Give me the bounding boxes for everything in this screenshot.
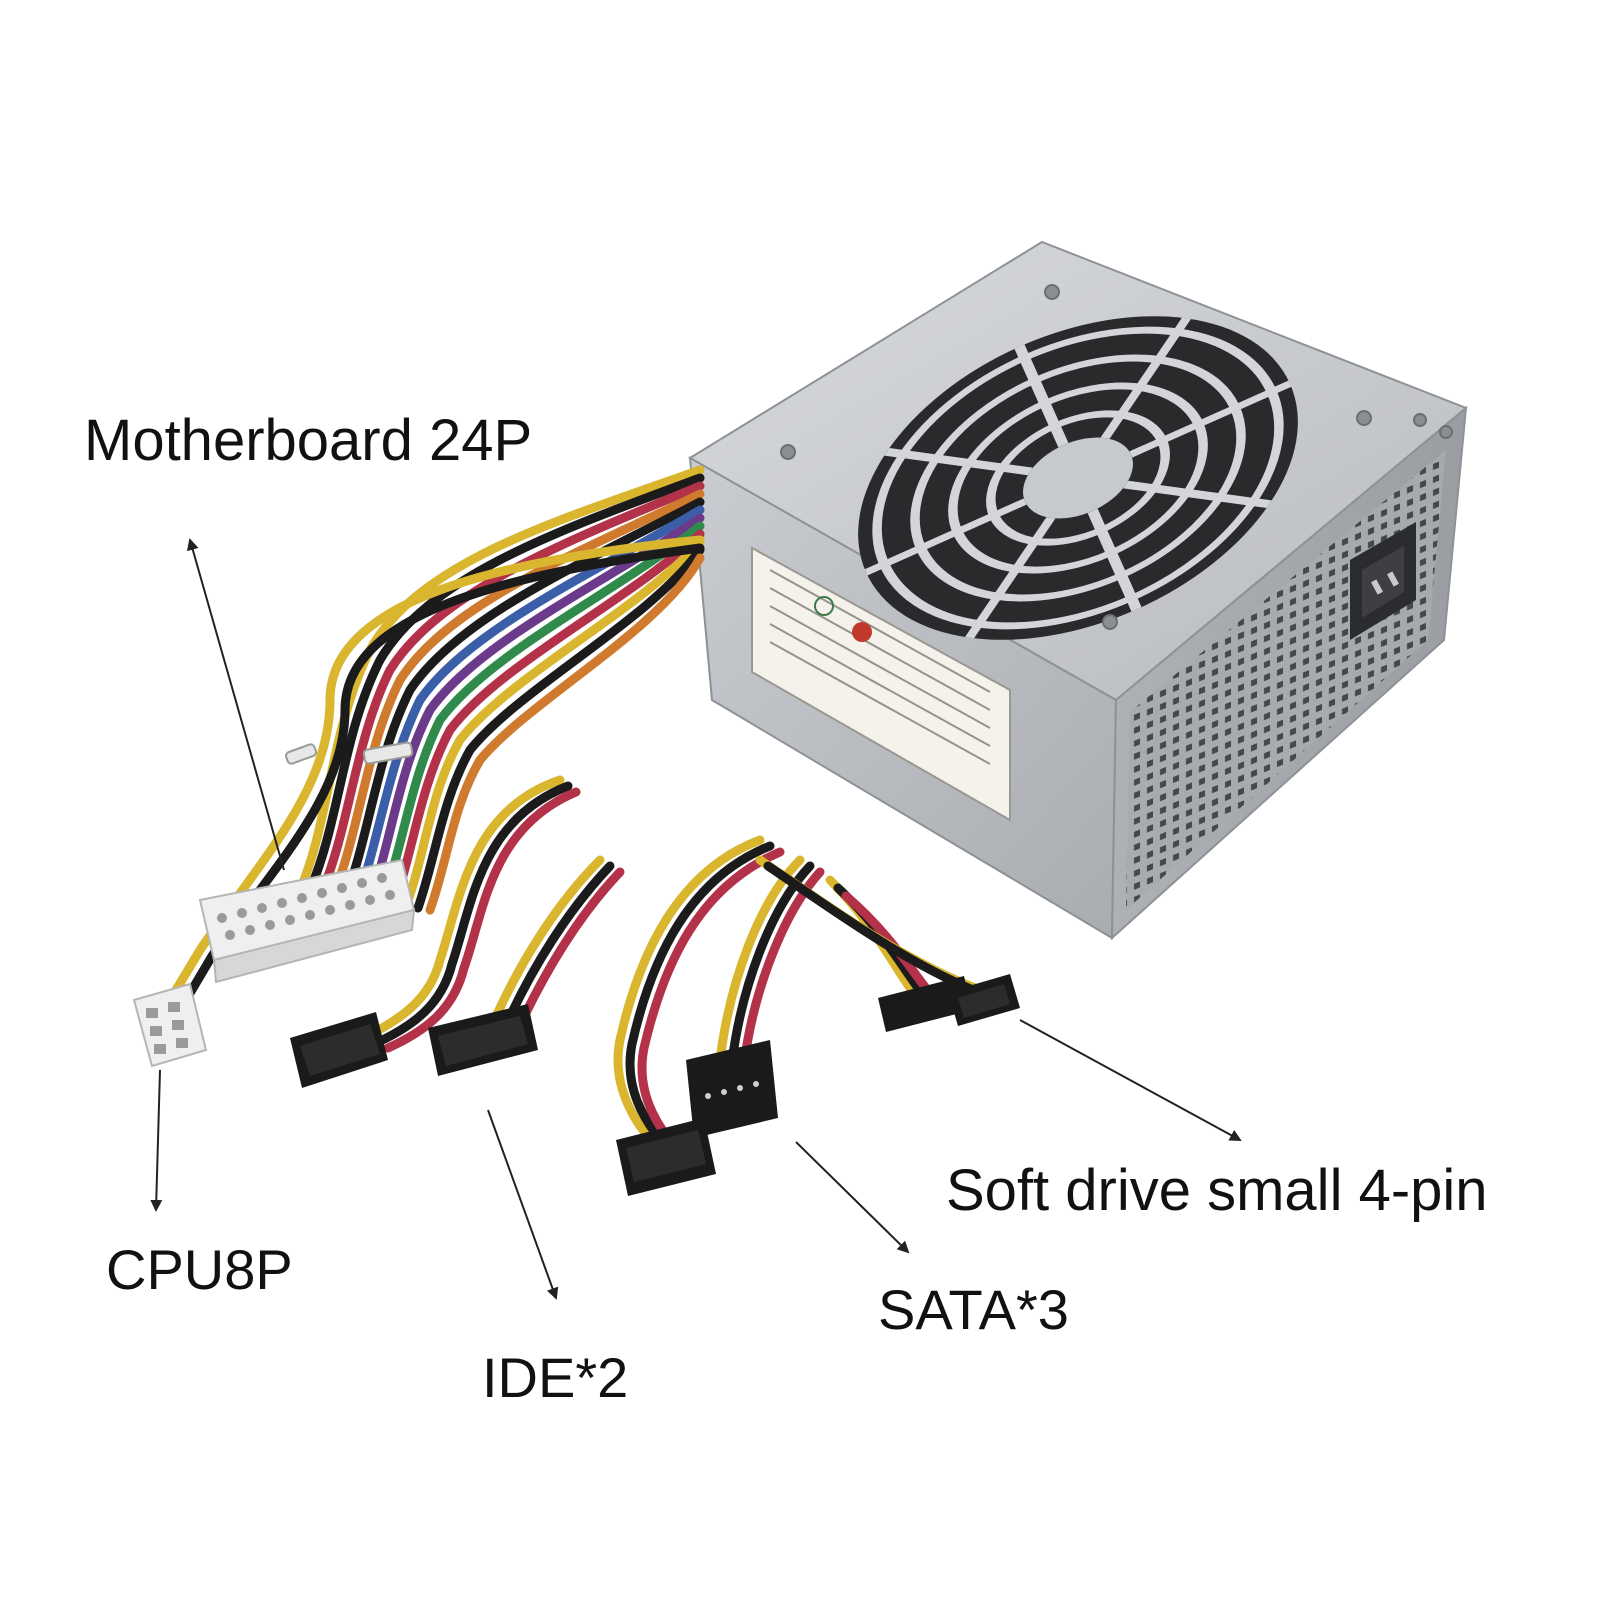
- zip-ties: [284, 741, 414, 765]
- sata-connector: [878, 976, 972, 1032]
- label-sata: SATA*3: [878, 1278, 1069, 1341]
- sata-connector: [686, 1040, 778, 1138]
- arrow-soft-drive: [1019, 1019, 1242, 1141]
- callout-arrows: [150, 538, 1242, 1300]
- power-socket-icon: [1350, 522, 1416, 640]
- arrow-sata: [795, 1141, 910, 1254]
- motherboard-24p-connector: [198, 858, 416, 984]
- ide-connector: [428, 1004, 538, 1076]
- ide-connector: [290, 1012, 388, 1088]
- label-ide: IDE*2: [482, 1346, 629, 1409]
- spec-label-sticker: [751, 546, 1011, 822]
- label-soft-drive: Soft drive small 4-pin: [946, 1158, 1488, 1223]
- psu-box: [688, 240, 1468, 941]
- screw-icons: [780, 284, 1453, 630]
- arrow-ide: [487, 1109, 559, 1300]
- cpu-8p-connector: [132, 982, 208, 1068]
- sata-connector: [616, 1118, 716, 1196]
- fan-grille-icon: [858, 316, 1298, 640]
- label-motherboard-24p: Motherboard 24P: [84, 408, 533, 473]
- soft-drive-4pin-connector: [948, 974, 1020, 1026]
- arrow-motherboard: [186, 538, 285, 871]
- arrow-cpu: [150, 1069, 163, 1212]
- label-cpu-8p: CPU8P: [106, 1238, 293, 1301]
